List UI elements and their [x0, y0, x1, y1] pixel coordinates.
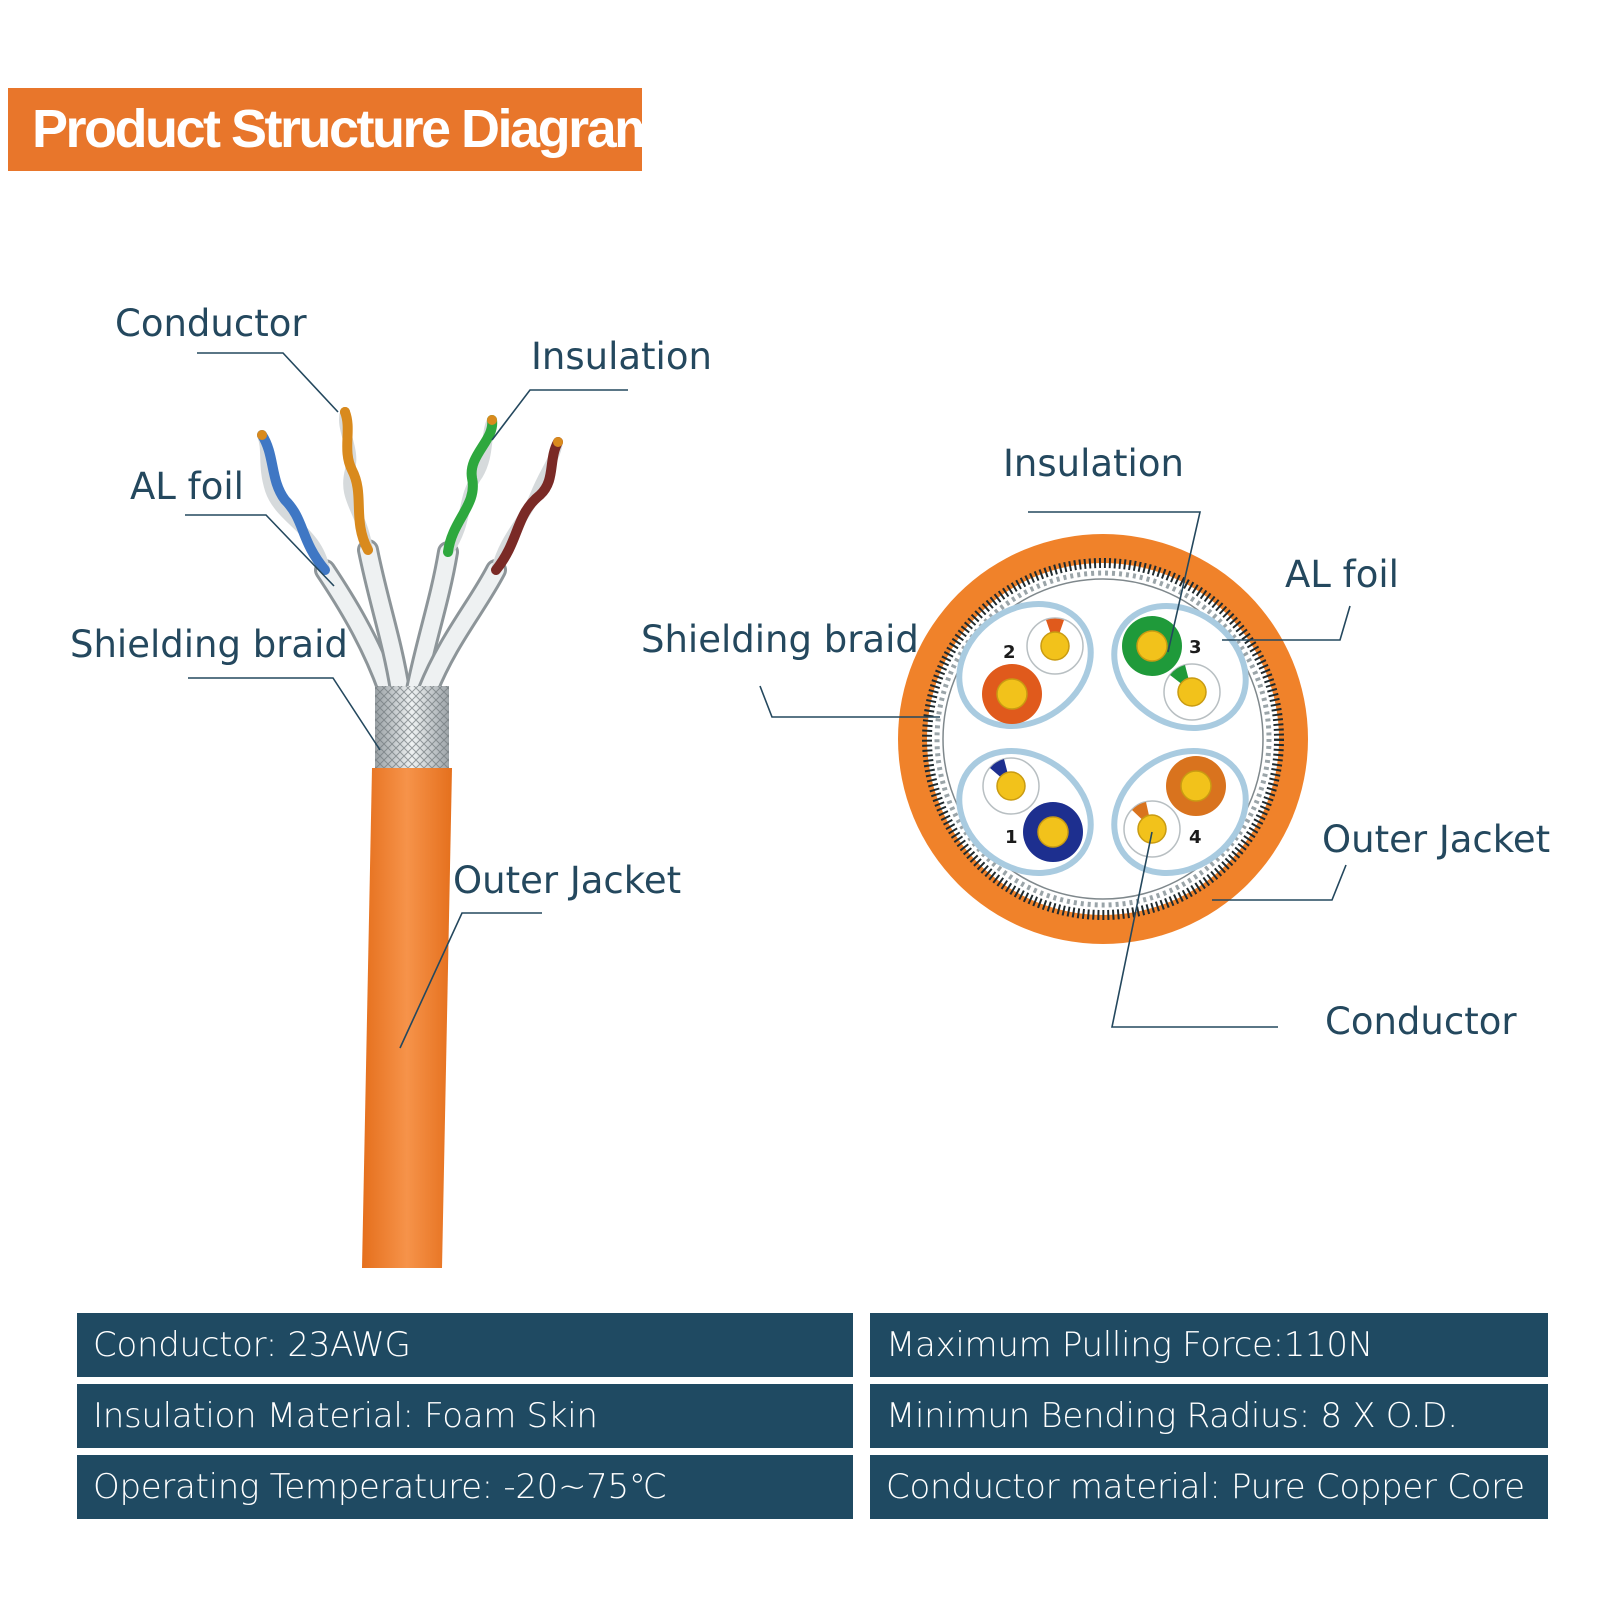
twisted-pair-green [443, 415, 498, 557]
right-leader-lines [759, 511, 1351, 1028]
pair-4: 4 [1111, 748, 1249, 876]
xs-label-shielding-braid: Shielding braid [641, 618, 919, 661]
xs-label-conductor: Conductor [1325, 1000, 1517, 1043]
pair-1: 1 [956, 748, 1094, 876]
twisted-pair-orange [339, 407, 373, 555]
twisted-pair-blue [257, 430, 330, 575]
pair-number-3: 3 [1189, 637, 1202, 658]
conductor-tips [257, 407, 563, 447]
pair-number-1: 1 [1005, 827, 1018, 848]
spec-conductor: Conductor: 23AWG [77, 1313, 853, 1377]
spec-max-pulling-force: Maximum Pulling Force:110N [870, 1313, 1548, 1377]
xs-label-insulation: Insulation [1003, 442, 1184, 485]
foil-wrapped-pairs [314, 539, 507, 701]
title-banner: Product Structure Diagram [8, 88, 662, 171]
pair-number-4: 4 [1189, 827, 1202, 848]
pair-3: 3 [1111, 603, 1249, 731]
label-shielding-braid: Shielding braid [70, 623, 348, 666]
xs-label-al-foil: AL foil [1285, 553, 1399, 596]
spec-conductor-material: Conductor material: Pure Copper Core [870, 1455, 1548, 1519]
spec-min-bending-radius: Minimun Bending Radius: 8 X O.D. [870, 1384, 1548, 1448]
spec-insulation-material: Insulation Material: Foam Skin [77, 1384, 853, 1448]
spec-operating-temperature: Operating Temperature: -20~75℃ [77, 1455, 853, 1519]
cross-section: 2 3 1 4 [898, 534, 1308, 944]
cable-side-view [257, 407, 563, 1268]
label-insulation: Insulation [531, 335, 712, 378]
outer-jacket-tube [362, 768, 452, 1268]
left-leader-lines [185, 352, 628, 1049]
xs-label-outer-jacket: Outer Jacket [1322, 818, 1550, 861]
pair-2: 2 [956, 601, 1094, 729]
label-al-foil: AL foil [130, 465, 244, 508]
pair-number-2: 2 [1003, 642, 1016, 663]
label-conductor: Conductor [115, 302, 307, 345]
twisted-pair-brown [491, 437, 563, 575]
label-outer-jacket: Outer Jacket [453, 859, 681, 902]
page-title: Product Structure Diagram [32, 99, 662, 159]
